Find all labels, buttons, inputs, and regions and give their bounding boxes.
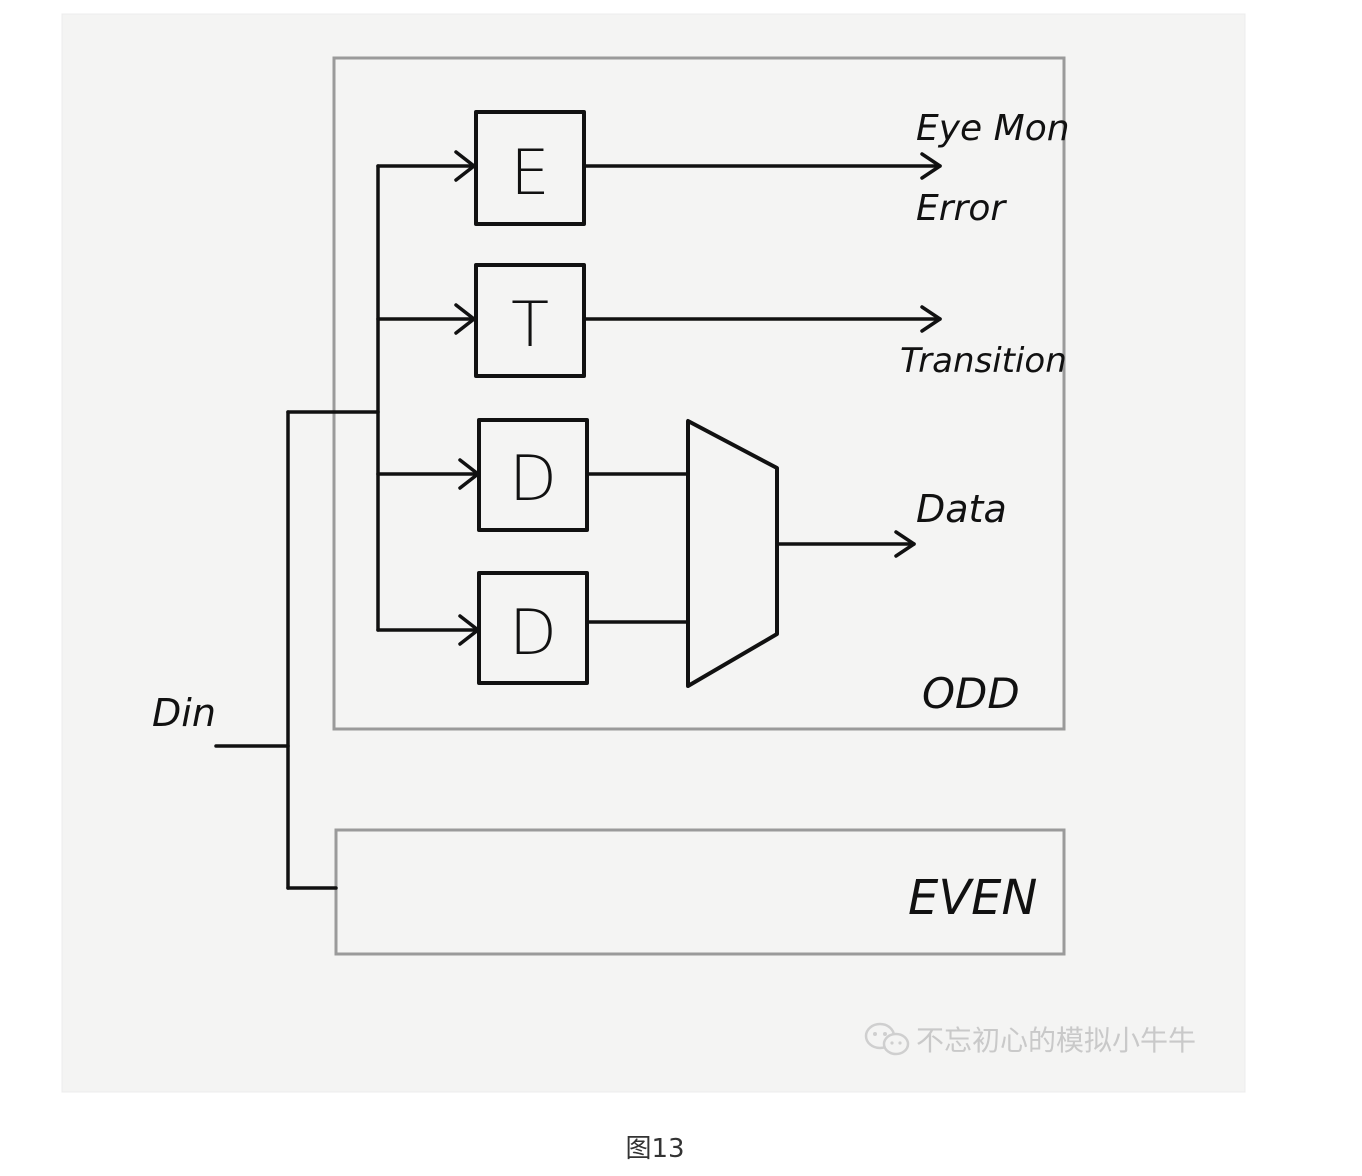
block-diagram: E T D D Din Eye Mon Error Transition Dat… (61, 13, 1246, 1093)
error-label: Error (916, 188, 1007, 229)
eye-mon-label: Eye Mon (916, 108, 1070, 149)
error-latch-box (474, 110, 586, 226)
data-latch-2-letter: D (509, 596, 557, 669)
wechat-icon (864, 1022, 910, 1056)
data-latch-1-letter: D (509, 442, 557, 515)
transition-output-arrow (920, 305, 942, 333)
watermark-text: 不忘初心的模拟小牛牛 (916, 1024, 1196, 1057)
transition-latch-letter: T (511, 288, 549, 361)
data-latch-2-box (477, 571, 589, 685)
output-mux (686, 419, 779, 688)
data-output-arrow (894, 530, 916, 558)
even-block-frame (334, 828, 1066, 956)
din-label: Din (152, 691, 216, 735)
transition-label: Transition (900, 341, 1067, 381)
error-latch-letter: E (510, 136, 549, 209)
paper-background (61, 13, 1246, 1093)
odd-block-frame (332, 56, 1066, 731)
figure-caption: 图13 (625, 1134, 685, 1164)
error-output-arrow (920, 152, 942, 180)
odd-block-label: ODD (922, 669, 1020, 718)
data-label: Data (916, 487, 1007, 531)
even-block-label: EVEN (908, 870, 1037, 926)
